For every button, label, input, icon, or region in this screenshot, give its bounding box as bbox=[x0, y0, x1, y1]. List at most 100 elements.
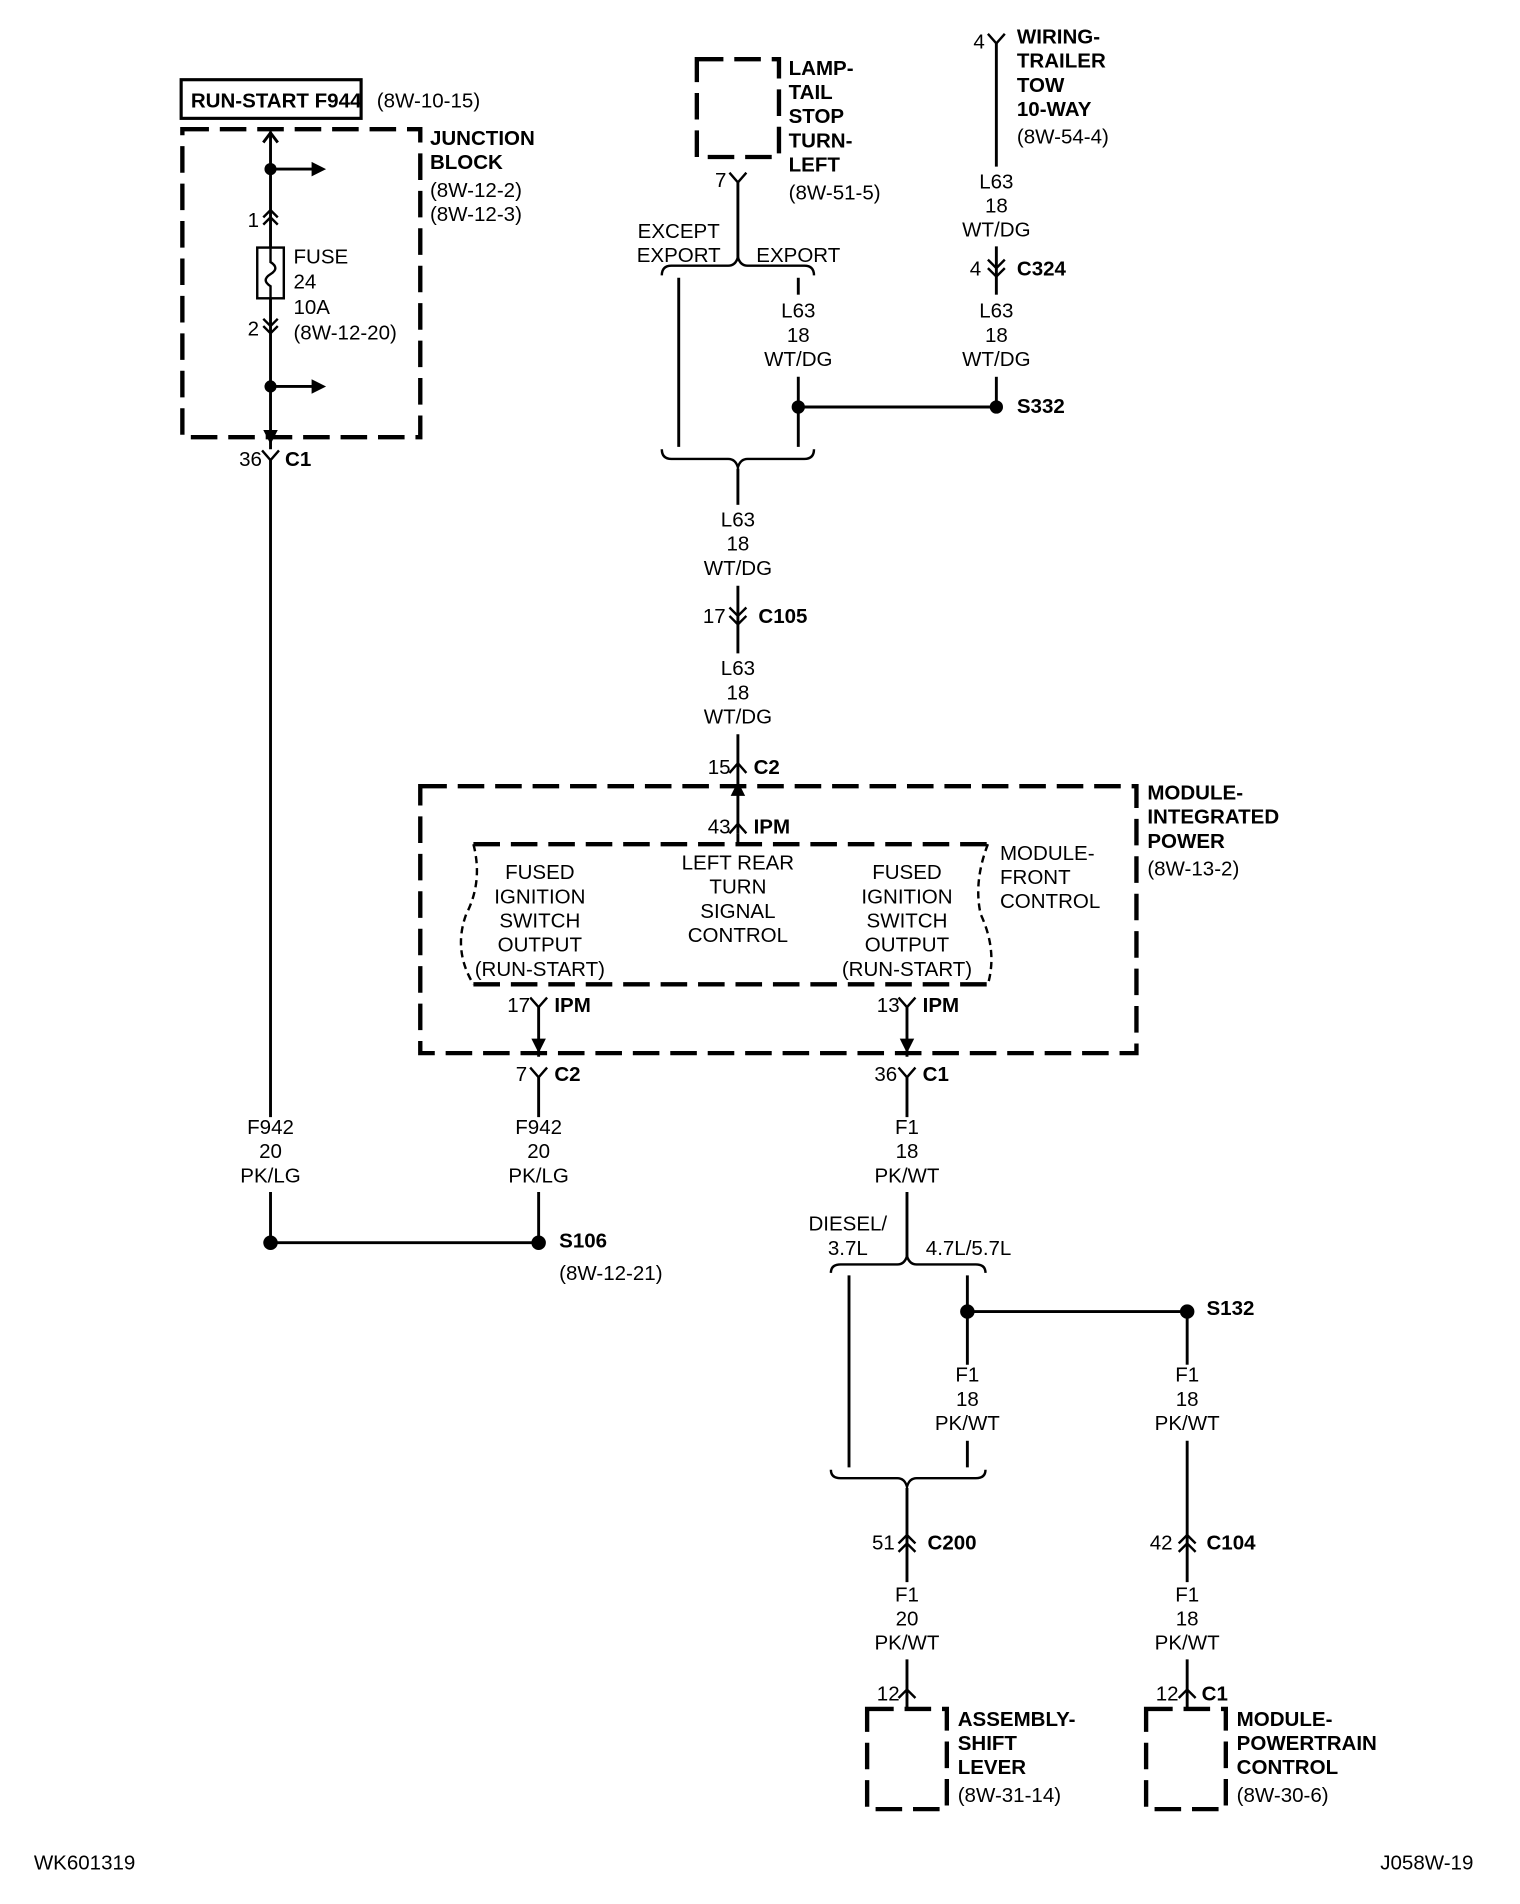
wire-f942-a-gauge: 20 bbox=[259, 1140, 282, 1163]
ipm-c1-out-icon bbox=[897, 1066, 917, 1080]
trailer-tow-name-4: 10-WAY bbox=[1017, 98, 1092, 121]
split-diesel-2: 3.7L bbox=[828, 1237, 868, 1260]
split-except-export-2: EXPORT bbox=[637, 244, 721, 267]
wire-l63-d-id: L63 bbox=[721, 509, 755, 532]
shift-lever-outline bbox=[864, 1706, 950, 1812]
shift-lever-connector-icon bbox=[897, 1687, 917, 1699]
ipm-in-pin: 43 bbox=[708, 815, 731, 838]
pcm-pin: 12 bbox=[1156, 1682, 1179, 1705]
jb-c1-name: C1 bbox=[285, 448, 311, 471]
wire-f1-e-gauge: 18 bbox=[1176, 1608, 1199, 1631]
fcm-left-text-5: (RUN-START) bbox=[475, 958, 605, 981]
fuse-label-1: FUSE bbox=[293, 245, 348, 268]
splice-node-left bbox=[263, 1235, 278, 1250]
lamp-name-1: LAMP- bbox=[789, 57, 854, 80]
wire-f1-d-id: F1 bbox=[895, 1583, 919, 1606]
ipm-c2-in-icon bbox=[728, 761, 748, 774]
wire-l63-e-color: WT/DG bbox=[704, 705, 772, 728]
fcm-right-text-2: IGNITION bbox=[861, 885, 952, 908]
split-bracket-engine-top bbox=[829, 1251, 987, 1273]
fcm-right-text-5: (RUN-START) bbox=[842, 958, 972, 981]
jb-branch-arrow-bottom bbox=[311, 379, 327, 394]
ipm-name-1: MODULE- bbox=[1147, 781, 1243, 804]
jb-branch-arrow-top bbox=[311, 161, 327, 177]
jb-c1-pin: 36 bbox=[239, 448, 262, 471]
fuse-pin-bottom: 2 bbox=[248, 318, 259, 341]
jb-exit-arrow bbox=[263, 429, 278, 445]
trailer-tow-connector-icon bbox=[986, 33, 1006, 46]
ipm-c1-out-pin: 36 bbox=[874, 1063, 897, 1086]
shift-lever-ref: (8W-31-14) bbox=[958, 1784, 1061, 1807]
fcm-name-1: MODULE- bbox=[1000, 842, 1095, 865]
wire-f1-a-gauge: 18 bbox=[896, 1140, 919, 1163]
fuse-element bbox=[264, 247, 277, 299]
c105-connector-icon bbox=[728, 606, 748, 627]
footer-right-id: J058W-19 bbox=[1380, 1852, 1473, 1875]
ipm-c2-out-pin: 7 bbox=[516, 1063, 527, 1086]
lamp-name-5: LEFT bbox=[789, 153, 841, 176]
ipm-name-2: INTEGRATED bbox=[1147, 806, 1279, 829]
split-diesel-1: DIESEL/ bbox=[808, 1213, 887, 1236]
fcm-center-text-1: LEFT REAR bbox=[682, 852, 795, 875]
c105-name: C105 bbox=[758, 605, 807, 628]
ipm-entry-arrow bbox=[730, 781, 746, 796]
split-bracket-bottom bbox=[660, 449, 816, 472]
lamp-pin: 7 bbox=[715, 169, 726, 192]
lamp-connector-icon bbox=[728, 171, 748, 185]
split-export: EXPORT bbox=[756, 244, 840, 267]
ipm-in-connector-icon bbox=[728, 821, 748, 835]
junction-block-ref-2: (8W-12-3) bbox=[430, 203, 522, 226]
pcm-name-3: CONTROL bbox=[1237, 1756, 1338, 1779]
wire-l63-e-gauge: 18 bbox=[726, 681, 749, 704]
shift-lever-pin: 12 bbox=[877, 1682, 900, 1705]
fuse-label-2: 24 bbox=[293, 271, 316, 294]
wire-l63-d-gauge: 18 bbox=[726, 533, 749, 556]
shift-lever-name-1: ASSEMBLY- bbox=[958, 1708, 1076, 1731]
fcm-left-text-1: FUSED bbox=[505, 861, 575, 884]
ipm-out-right-pin: 13 bbox=[877, 994, 900, 1017]
c104-pin: 42 bbox=[1150, 1531, 1173, 1554]
fuse-label-4: (8W-12-20) bbox=[293, 321, 396, 344]
splice-s106-node bbox=[531, 1235, 546, 1250]
pcm-connector-name: C1 bbox=[1202, 1682, 1228, 1705]
wire-f1-b-id: F1 bbox=[955, 1364, 979, 1387]
c324-connector-icon bbox=[987, 258, 1006, 279]
lamp-name-4: TURN- bbox=[789, 129, 853, 152]
ipm-name-3: POWER bbox=[1147, 830, 1225, 853]
pcm-connector-icon bbox=[1177, 1687, 1197, 1699]
wire-f942-b-color: PK/LG bbox=[508, 1164, 568, 1187]
wire-f1-c-gauge: 18 bbox=[1176, 1388, 1199, 1411]
footer-left-id: WK601319 bbox=[34, 1852, 136, 1875]
ipm-c2-out-icon bbox=[529, 1066, 548, 1080]
wire-f1-d-color: PK/WT bbox=[874, 1632, 939, 1655]
fcm-left-text-3: SWITCH bbox=[499, 910, 580, 933]
split-except-export-1: EXCEPT bbox=[638, 220, 721, 243]
c200-name: C200 bbox=[928, 1531, 977, 1554]
wire-l63-b-color: WT/DG bbox=[962, 219, 1030, 242]
fcm-left-text-4: OUTPUT bbox=[498, 934, 583, 957]
c104-connector-icon bbox=[1177, 1533, 1197, 1553]
fcm-center-text-3: SIGNAL bbox=[700, 900, 775, 923]
wire-l63-a-color: WT/DG bbox=[764, 348, 832, 371]
ipm-out-left-icon bbox=[529, 996, 548, 1010]
fcm-right-text-4: OUTPUT bbox=[865, 934, 950, 957]
lamp-ref: (8W-51-5) bbox=[789, 181, 881, 204]
splice-s132-label: S132 bbox=[1206, 1297, 1254, 1320]
wire-f1-e-color: PK/WT bbox=[1155, 1632, 1220, 1655]
pcm-ref: (8W-30-6) bbox=[1237, 1784, 1329, 1807]
fcm-module-outline bbox=[459, 842, 993, 987]
wire-l63-c-gauge: 18 bbox=[985, 324, 1008, 347]
junction-block-name-1: JUNCTION bbox=[430, 127, 535, 150]
split-bracket-engine-bottom bbox=[829, 1469, 987, 1492]
junction-block-outline bbox=[180, 127, 423, 440]
ipm-out-left-name: IPM bbox=[554, 994, 590, 1017]
fuse-pin-top: 1 bbox=[248, 209, 259, 232]
wire-l63-a-id: L63 bbox=[781, 300, 815, 323]
fcm-center-text-2: TURN bbox=[709, 876, 766, 899]
wire-f942-a-id: F942 bbox=[247, 1116, 294, 1139]
ipm-c2-in-pin: 15 bbox=[708, 756, 731, 779]
ipm-out-right-name: IPM bbox=[923, 994, 959, 1017]
fcm-right-text-3: SWITCH bbox=[867, 910, 948, 933]
jb-top-arrow bbox=[262, 130, 279, 144]
c105-pin: 17 bbox=[703, 605, 726, 628]
